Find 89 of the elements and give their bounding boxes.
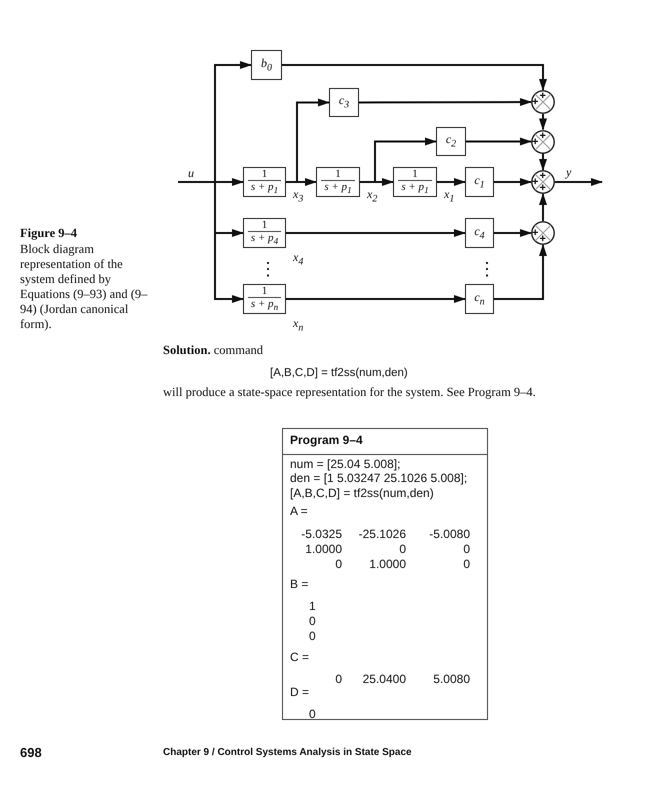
code-line: 0 bbox=[309, 614, 316, 628]
sign-label: + bbox=[540, 171, 546, 182]
fraction-numerator: 1 bbox=[262, 219, 268, 232]
summing-junction bbox=[531, 90, 555, 114]
transfer-function-block bbox=[243, 167, 286, 197]
listing-heading: Program 9–4 bbox=[290, 433, 363, 447]
sign-label: + bbox=[540, 234, 546, 245]
ellipsis-mark: ⋮ bbox=[478, 258, 496, 280]
code-line: C = bbox=[290, 650, 310, 664]
sign-label: + bbox=[532, 177, 538, 188]
arrow bbox=[494, 244, 547, 300]
signal-label: x$_{1}$ bbox=[444, 187, 454, 204]
signal-label: x$_{3}$ bbox=[293, 187, 304, 204]
gain-block bbox=[465, 284, 494, 314]
arrow bbox=[286, 229, 466, 237]
sign-label: + bbox=[532, 136, 538, 148]
fraction-numerator: 1 bbox=[335, 168, 341, 180]
fraction-denominator: s + p$_{1}$ bbox=[248, 180, 282, 196]
arrow bbox=[359, 98, 532, 106]
summing-junction bbox=[531, 221, 555, 245]
fraction-denominator: s + p$_{1}$ bbox=[398, 180, 432, 196]
gain-label: c$_{3}$ bbox=[338, 94, 350, 111]
arrow bbox=[282, 64, 547, 91]
gain-block bbox=[436, 127, 466, 156]
arrow bbox=[437, 178, 466, 186]
code-line: [A,B,C,D] = tf2ss(num,den) bbox=[290, 486, 434, 500]
code-line: 0 bbox=[309, 629, 316, 643]
signal-label: x$_{4}$ bbox=[293, 250, 304, 268]
figure-number: Figure 9–4 bbox=[20, 226, 78, 241]
arrow bbox=[539, 193, 547, 221]
signal-label: u bbox=[188, 166, 194, 181]
arrow bbox=[494, 178, 532, 186]
gain-block bbox=[465, 218, 494, 248]
arrow bbox=[360, 138, 437, 183]
matrix-row-text: 0 25.0400 5.0080 bbox=[334, 672, 470, 686]
matrix-row-text: 0 1.0000 0 bbox=[334, 557, 470, 571]
transfer-function-block bbox=[243, 284, 286, 314]
fraction-numerator: 1 bbox=[412, 168, 418, 180]
arrow bbox=[494, 229, 532, 237]
matrix-row-text: -5.0325 -25.1026 -5.0080 bbox=[300, 527, 470, 541]
sign-label: + bbox=[540, 130, 546, 142]
arrow bbox=[286, 295, 466, 303]
sign-label: + bbox=[532, 228, 538, 239]
arrow bbox=[555, 178, 603, 186]
fraction-denominator: s + p$_{1}$ bbox=[321, 180, 355, 196]
code-line: num = [25.04 5.008]; bbox=[290, 457, 400, 471]
gain-label: c$_{4}$ bbox=[474, 224, 485, 242]
fraction-denominator: s + p$_{n}$ bbox=[248, 297, 282, 313]
matrix-row-text: 1.0000 0 0 bbox=[304, 542, 470, 556]
sign-label: + bbox=[532, 97, 538, 108]
gain-label: c$_{n}$ bbox=[474, 290, 485, 308]
gain-label: c$_{2}$ bbox=[446, 133, 456, 150]
gain-block bbox=[465, 167, 494, 197]
arrow bbox=[539, 154, 547, 171]
summing-junction bbox=[531, 170, 555, 194]
gain-label: b$_{0}$ bbox=[261, 56, 272, 74]
sign-label: + bbox=[540, 183, 546, 194]
figure-caption: Block diagram representation of the system defined by Equations (9–93) and (9–94) (Jordan canonical form). bbox=[20, 242, 148, 332]
sign-label: + bbox=[540, 91, 546, 102]
transfer-function-block bbox=[316, 167, 360, 197]
gain-block bbox=[251, 50, 282, 80]
body-text: Solution. command bbox=[163, 343, 264, 358]
arrow bbox=[539, 114, 547, 130]
fraction-denominator: s + p$_{4}$ bbox=[248, 231, 282, 247]
signal-label: x$_{2}$ bbox=[367, 187, 378, 204]
gain-label: c$_{1}$ bbox=[474, 174, 485, 190]
ellipsis-mark: ⋮ bbox=[259, 258, 277, 280]
code-line: B = bbox=[290, 577, 308, 591]
code-line: 0 bbox=[309, 707, 316, 721]
fraction-numerator: 1 bbox=[262, 168, 268, 180]
fraction-numerator: 1 bbox=[262, 285, 268, 298]
code-line: A = bbox=[290, 504, 308, 518]
running-footer: Chapter 9 / Control Systems Analysis in State Space bbox=[163, 747, 412, 758]
command-text: [A,B,C,D] = tf2ss(num,den) bbox=[270, 367, 408, 379]
arrow bbox=[286, 98, 330, 183]
program-listing-box bbox=[282, 428, 488, 720]
code-line: 1 bbox=[309, 599, 316, 613]
arrow bbox=[178, 181, 244, 303]
gain-block bbox=[329, 88, 359, 117]
summing-junction bbox=[531, 130, 555, 154]
transfer-function-block bbox=[393, 167, 437, 197]
arrow bbox=[466, 138, 532, 146]
body-text: will produce a state-space representation for the system. See Program 9–4. bbox=[163, 385, 536, 400]
transfer-function-block bbox=[243, 218, 286, 248]
signal-label: y bbox=[566, 165, 572, 180]
code-line: D = bbox=[290, 685, 310, 699]
signal-label: x$_{n}$ bbox=[293, 316, 304, 334]
code-line: den = [1 5.03247 25.1026 5.008]; bbox=[290, 471, 468, 485]
page-number: 698 bbox=[20, 745, 42, 760]
